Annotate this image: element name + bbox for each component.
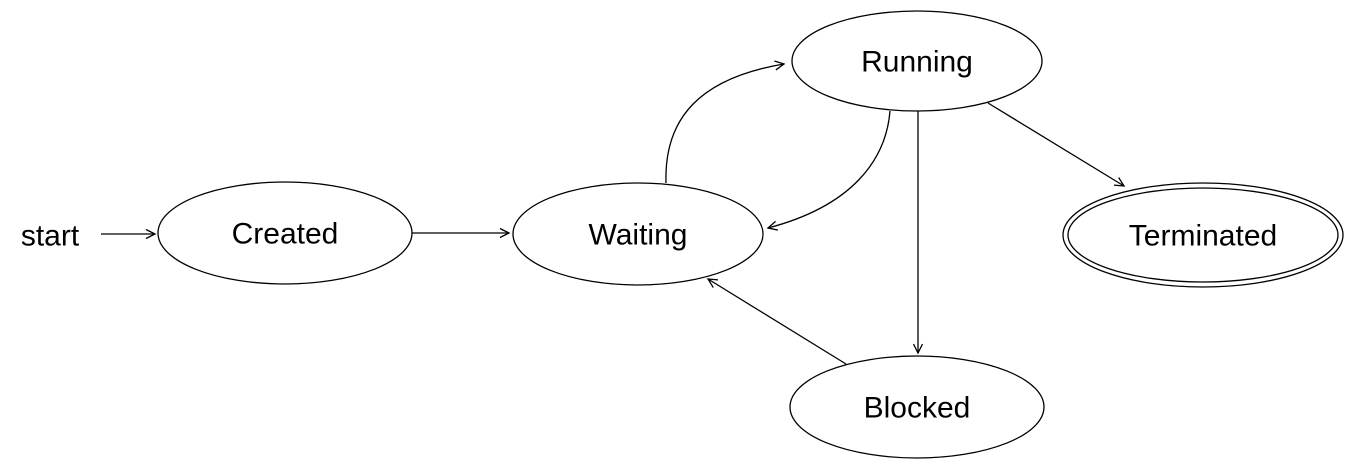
state-label-created: Created: [232, 218, 339, 251]
start-label: start: [21, 220, 80, 253]
state-node-waiting: Waiting: [512, 182, 764, 286]
state-ellipse-running: [791, 10, 1043, 112]
state-label-running: Running: [861, 46, 973, 79]
edge-running-to-terminated: [987, 102, 1126, 187]
state-ellipse-inner-terminated: [1067, 187, 1339, 283]
edges-layer: [101, 60, 1126, 365]
edge-waiting-to-running: [665, 60, 786, 184]
state-node-running: Running: [791, 10, 1043, 112]
state-node-terminated: Terminated: [1062, 182, 1344, 288]
state-label-blocked: Blocked: [864, 392, 971, 425]
edge-running-to-waiting: [766, 110, 891, 231]
state-ellipse-blocked: [789, 355, 1045, 459]
state-node-created: Created: [157, 181, 413, 285]
state-label-terminated: Terminated: [1129, 220, 1277, 253]
edge-blocked-to-waiting: [706, 278, 847, 365]
state-node-blocked: Blocked: [789, 355, 1045, 459]
state-label-waiting: Waiting: [589, 219, 688, 252]
state-ellipse-waiting: [512, 182, 764, 286]
state-ellipse-created: [157, 181, 413, 285]
